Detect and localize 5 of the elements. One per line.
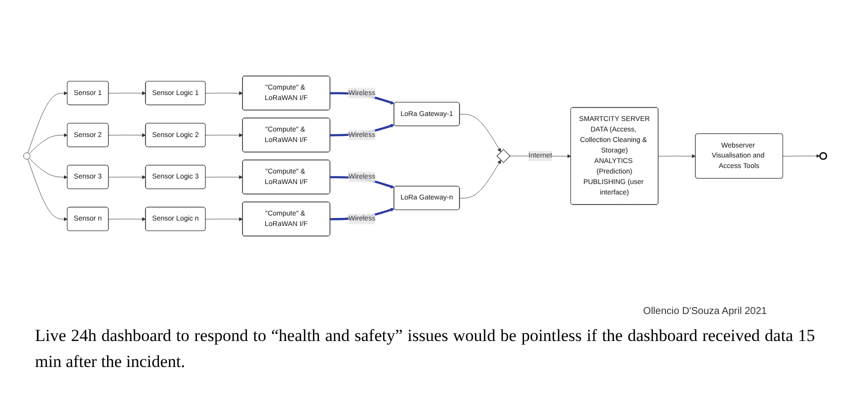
node-circle [819,152,828,160]
caption: Live 24h dashboard to respond to “health and safety” issues would be pointless if the dashboard received data 15 min after the incident. [35,325,815,374]
node-circle [23,152,30,160]
author-note: Ollencio D'Souza April 2021 [643,306,767,317]
node-diamond [496,148,510,164]
